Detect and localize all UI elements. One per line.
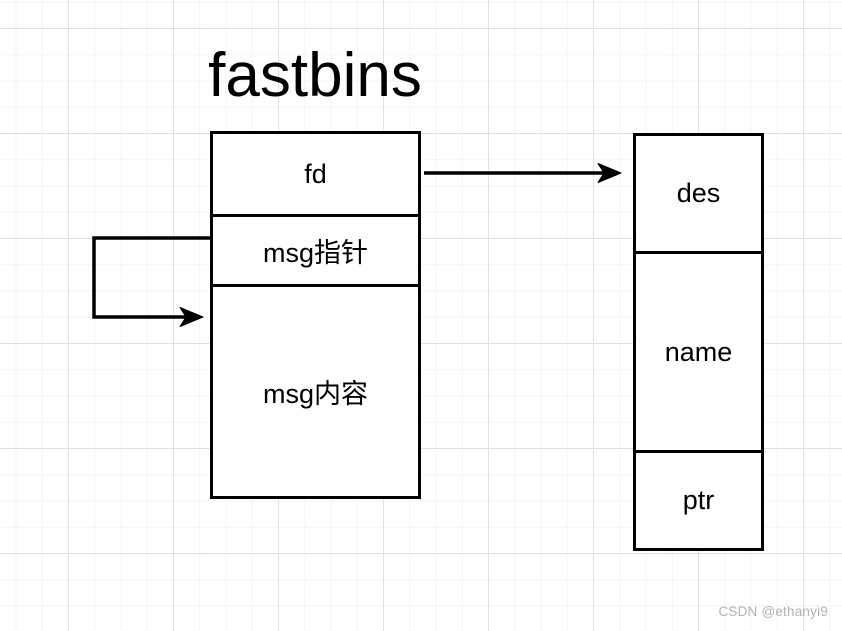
cell-ptr: ptr (636, 450, 761, 548)
diagram-title: fastbins (208, 41, 422, 110)
cell-msg-content: msg内容 (213, 284, 418, 496)
cell-fd: fd (304, 158, 327, 189)
fastbin-chunk-box: fd msg指针 msg内容 (210, 131, 421, 499)
cell-des: des (676, 178, 721, 208)
target-chunk-box: des name ptr (633, 133, 764, 551)
csdn-watermark: CSDN @ethanyi9 (718, 604, 828, 619)
arrow-fd-to-des (424, 163, 622, 183)
cell-msg-pointer: msg指针 (213, 214, 418, 284)
cell-name: name (636, 251, 761, 450)
arrow-msg-pointer-to-content (92, 236, 211, 327)
